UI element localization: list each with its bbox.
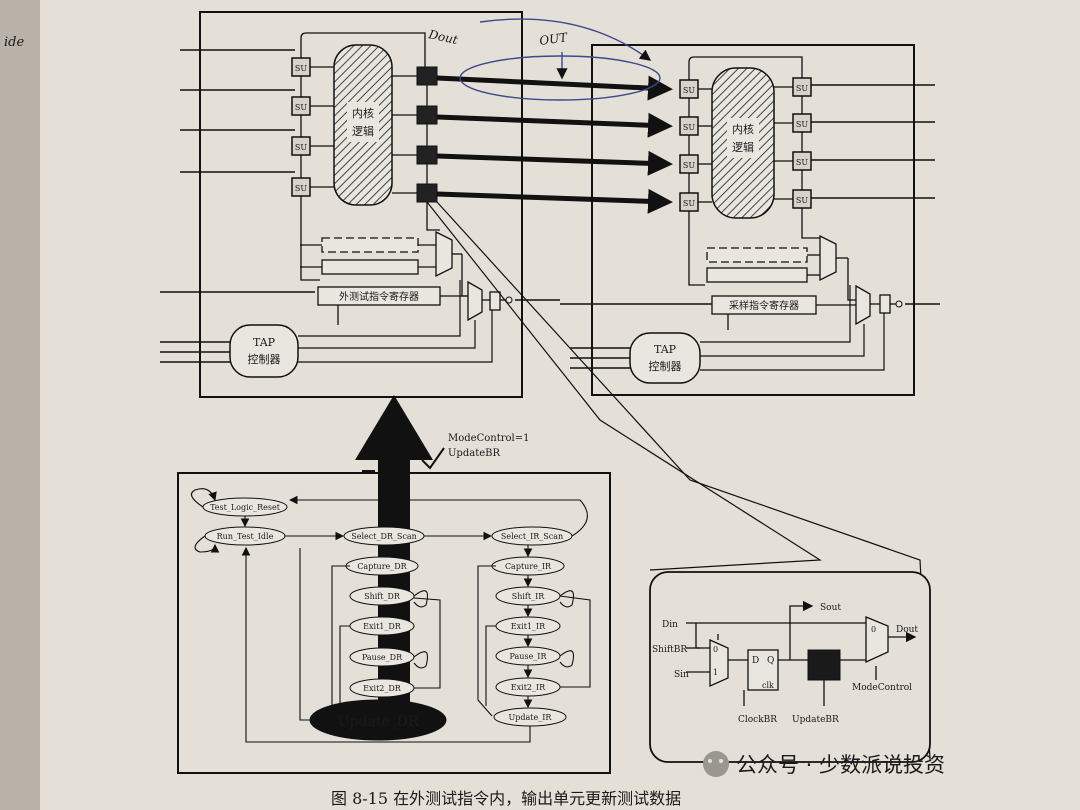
label-din: Din xyxy=(662,620,678,630)
state-label: Update_IR xyxy=(509,713,553,722)
output-cell xyxy=(416,145,438,165)
core-label-line1: 内核 xyxy=(352,106,374,120)
core-label-line2: 逻辑 xyxy=(352,124,374,138)
bypass-register xyxy=(706,247,808,263)
checkmark-icon xyxy=(421,447,445,470)
state-label: Shift_IR xyxy=(512,592,546,601)
state-label: Pause_IR xyxy=(510,652,548,661)
cell-label: SU xyxy=(683,86,695,95)
figure-caption: 图 8-15 在外测试指令内，输出单元更新测试数据 xyxy=(331,789,681,808)
state-label: Exit1_IR xyxy=(511,622,546,631)
tap-state-machine: Test_Logic_Reset Run_Test_Idle Select_DR… xyxy=(177,472,611,774)
state-label: Exit2_DR xyxy=(363,684,402,693)
dr-mux xyxy=(819,234,837,282)
right-chip: SU SU SU SU 内核 逻辑 SU SU SU SU xyxy=(560,44,940,396)
cell-label: SU xyxy=(295,64,307,73)
state-label: Select_IR_Scan xyxy=(501,532,563,541)
cell-label: SU xyxy=(683,199,695,208)
tap-controller xyxy=(629,332,701,384)
chip-interconnect xyxy=(436,75,673,214)
cell-label: SU xyxy=(796,120,808,129)
state-label: Select_DR_Scan xyxy=(351,532,417,541)
dr-mux xyxy=(435,230,453,278)
label-sin: Sin xyxy=(674,670,689,680)
cell-label: SU xyxy=(295,184,307,193)
output-ff xyxy=(489,291,501,311)
id-register xyxy=(706,267,808,283)
mux-input-0: 0 xyxy=(871,625,876,634)
label-d: D xyxy=(752,656,759,666)
tap-label-line1: TAP xyxy=(654,343,677,356)
handwritten-out: OUT xyxy=(538,30,569,48)
handwritten-ellipse xyxy=(459,55,661,101)
right-chip-border xyxy=(591,44,915,396)
output-mux-detail xyxy=(865,616,889,664)
tap-label-line2: 控制器 xyxy=(649,359,682,373)
mux-input-1: 1 xyxy=(713,668,718,677)
arrow-annotation-line2: UpdateBR xyxy=(448,448,500,459)
tap-controller xyxy=(229,324,299,378)
cell-label: SU xyxy=(295,103,307,112)
core-label-line2: 逻辑 xyxy=(732,140,754,154)
arrow-annotation-line1: ModeControl=1 xyxy=(448,433,529,444)
tap-label-line2: 控制器 xyxy=(248,352,281,366)
state-label: Capture_IR xyxy=(505,562,552,571)
output-cell xyxy=(416,66,438,86)
id-register xyxy=(321,259,419,275)
cell-detail: Din ShiftBR Sin Sout Dout D Q clk ClockB… xyxy=(649,571,931,763)
label-modecontrol: ModeControl xyxy=(852,683,912,693)
page-gutter xyxy=(0,0,40,810)
handwritten-annotations xyxy=(459,18,661,101)
update-latch xyxy=(807,649,841,681)
label-clockbr: ClockBR xyxy=(738,715,777,725)
state-label: Run_Test_Idle xyxy=(217,532,274,541)
state-label: Capture_DR xyxy=(357,562,407,571)
label-shiftbr: ShiftBR xyxy=(652,645,687,655)
handwritten-side: ide xyxy=(4,35,24,50)
core-label-bg xyxy=(727,118,759,158)
instruction-register-label: 外测试指令寄存器 xyxy=(339,290,419,303)
tap-label-line1: TAP xyxy=(253,336,276,349)
label-clk: clk xyxy=(762,681,774,690)
label-dout: Dout xyxy=(896,625,918,635)
output-mux xyxy=(467,280,483,322)
watermark: 公众号 · 少数派说投资 xyxy=(736,753,945,777)
state-label: Pause_DR xyxy=(362,653,403,662)
capture-flipflop xyxy=(747,649,779,691)
output-cell xyxy=(416,105,438,125)
state-label: Exit2_IR xyxy=(511,683,546,692)
state-label: Test_Logic_Reset xyxy=(210,503,281,512)
wechat-icon-eye xyxy=(708,759,712,763)
core-label-line1: 内核 xyxy=(732,122,754,136)
cell-label: SU xyxy=(796,84,808,93)
cell-label: SU xyxy=(683,161,695,170)
state-update-dr-label: Update_DR xyxy=(338,714,419,730)
output-ff xyxy=(879,294,891,314)
label-sout: Sout xyxy=(820,603,841,613)
cell-detail-border xyxy=(649,571,931,763)
instruction-register-label: 采样指令寄存器 xyxy=(729,299,799,312)
label-updatebr: UpdateBR xyxy=(792,715,839,725)
cell-label: SU xyxy=(295,143,307,152)
left-chip: SU SU SU SU 内核 逻辑 外 xyxy=(160,11,560,398)
mux-input-0: 0 xyxy=(713,645,718,654)
output-mux xyxy=(855,284,871,326)
state-label: Shift_DR xyxy=(364,592,401,601)
cell-label: SU xyxy=(683,123,695,132)
cell-label: SU xyxy=(796,158,808,167)
label-q: Q xyxy=(767,656,774,666)
tdo-buffer xyxy=(895,300,903,308)
left-chip-border xyxy=(199,11,523,398)
handwritten-dout: Dout xyxy=(426,27,459,47)
core-label-bg xyxy=(347,102,379,142)
output-cell xyxy=(416,183,438,203)
wechat-icon xyxy=(703,751,729,777)
input-mux xyxy=(709,638,729,688)
state-label: Exit1_DR xyxy=(363,622,402,631)
bypass-register xyxy=(321,237,419,253)
wechat-icon-eye xyxy=(719,759,723,763)
cell-label: SU xyxy=(796,196,808,205)
